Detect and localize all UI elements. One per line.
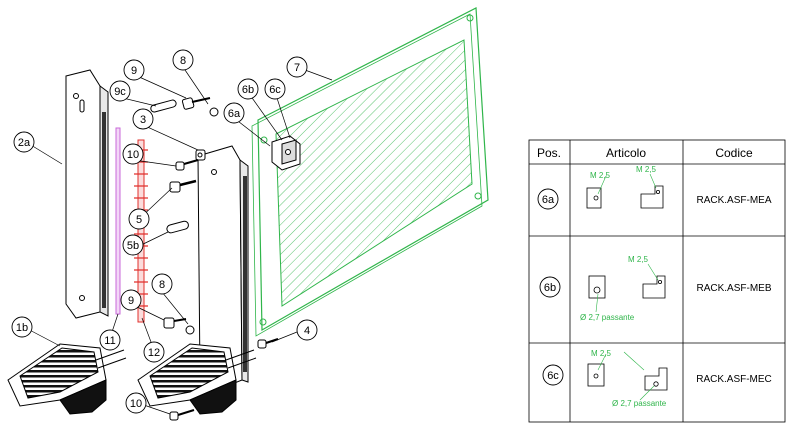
row-pos-6b: 6b (539, 276, 561, 298)
left-rail-plate (65, 69, 109, 319)
callout-5: 5 (128, 208, 150, 230)
callout-6a: 6a (223, 102, 245, 124)
svg-text:12: 12 (148, 347, 160, 359)
callout-8-top: 8 (172, 49, 194, 71)
part-6b-front-icon (588, 275, 606, 299)
svg-text:2a: 2a (18, 137, 31, 149)
svg-text:10: 10 (130, 398, 142, 410)
svg-text:7: 7 (294, 62, 300, 74)
row-dim-6a-1: M 2,5 (590, 171, 611, 180)
svg-text:8: 8 (159, 279, 165, 291)
svg-text:3: 3 (140, 114, 146, 126)
svg-text:5: 5 (136, 214, 142, 226)
part-6c-front-icon (587, 363, 605, 387)
row-code-6b: RACK.ASF-MEB (696, 283, 771, 294)
header-articolo: Articolo (606, 146, 646, 160)
part-6a-side-icon (640, 185, 664, 209)
screw-4 (257, 338, 279, 349)
svg-text:11: 11 (104, 335, 115, 347)
right-rail-plate (197, 145, 249, 393)
screw-9c (150, 99, 177, 113)
washer-8-lower (185, 325, 195, 335)
callout-11: 11 (99, 329, 121, 351)
callout-4: 4 (296, 319, 318, 341)
callout-9-top: 9 (123, 59, 145, 81)
handle-right (137, 343, 257, 415)
part-6c-side-icon (644, 367, 668, 391)
callout-12: 12 (143, 341, 165, 363)
screw-10-top (175, 159, 199, 171)
row-code-6c: RACK.ASF-MEC (696, 374, 772, 385)
row-dim-6b-1: M 2,5 (628, 255, 649, 264)
row-dim-6c-2: Ø 2,7 passante (612, 399, 667, 408)
svg-text:8: 8 (180, 55, 186, 67)
row-pos-6c: 6c (542, 364, 564, 386)
svg-text:10: 10 (127, 149, 139, 161)
svg-text:6a: 6a (228, 108, 241, 120)
callout-10-bottom: 10 (125, 392, 147, 414)
guide-rod (115, 127, 121, 315)
callout-10-top: 10 (122, 143, 144, 165)
callout-6c: 6c (264, 78, 286, 100)
callout-1b: 1b (11, 316, 33, 338)
screw-9-lower (163, 317, 187, 329)
svg-text:6b: 6b (544, 282, 556, 294)
row-dim-6b-2: Ø 2,7 passante (580, 313, 635, 322)
svg-text:9: 9 (128, 295, 134, 307)
part-6b-side-icon (642, 275, 666, 299)
callout-2a: 2a (13, 131, 35, 153)
svg-text:6b: 6b (242, 84, 254, 96)
fastener-block (271, 135, 301, 171)
row-dim-6a-2: M 2,5 (636, 165, 657, 174)
parts-table (528, 139, 786, 423)
svg-text:6a: 6a (542, 194, 555, 206)
callout-8-bottom: 8 (151, 273, 173, 295)
washer-8 (209, 107, 219, 117)
svg-text:6c: 6c (269, 84, 281, 96)
row-dim-6c-1: M 2,5 (591, 349, 612, 358)
callout-9-bottom: 9 (120, 289, 142, 311)
header-codice: Codice (715, 146, 753, 160)
svg-text:6c: 6c (547, 370, 559, 382)
screw-9 (181, 97, 211, 110)
callout-3: 3 (132, 108, 154, 130)
front-panel (251, 7, 489, 337)
pin-5b (166, 220, 189, 234)
callout-7: 7 (286, 56, 308, 78)
svg-text:9c: 9c (114, 86, 126, 98)
row-pos-6a: 6a (537, 188, 559, 210)
screw-5 (169, 179, 197, 193)
row-code-6a: RACK.ASF-MEA (696, 195, 771, 206)
screw-10-bottom (169, 409, 195, 421)
part-6a-front-icon (586, 187, 602, 209)
svg-text:5b: 5b (127, 240, 139, 252)
header-pos: Pos. (537, 146, 561, 160)
svg-text:1b: 1b (16, 322, 28, 334)
callout-6b: 6b (237, 78, 259, 100)
nut-3 (195, 149, 206, 161)
svg-text:9: 9 (131, 65, 137, 77)
callout-5b: 5b (122, 234, 144, 256)
callout-9c: 9c (109, 80, 131, 102)
handle-left (7, 343, 127, 415)
svg-text:4: 4 (304, 325, 310, 337)
